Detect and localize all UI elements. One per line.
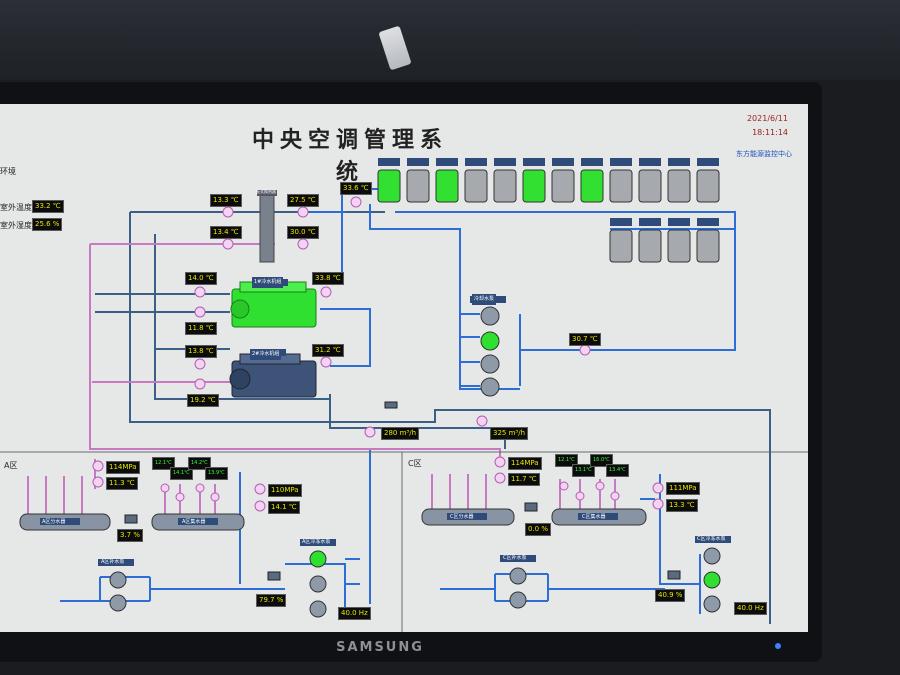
chiller2-cond-out-temp: 31.2 ℃ bbox=[312, 344, 344, 357]
c-branch-temp-3: 16.0℃ bbox=[590, 454, 613, 467]
c-makeup-pump-label: C区补水泵 bbox=[503, 555, 527, 561]
a-supply-header[interactable] bbox=[19, 513, 111, 531]
a-branch-temp-1: 12.1℃ bbox=[152, 457, 175, 470]
a-pressure-2: 110MPa bbox=[268, 484, 302, 497]
c-bypass-valve-icon bbox=[524, 502, 538, 512]
c-pump-valve-icon bbox=[667, 570, 681, 580]
a-frequency: 40.0 Hz bbox=[338, 607, 371, 620]
power-led-icon bbox=[775, 643, 781, 649]
cooling-pump-group[interactable] bbox=[470, 296, 506, 397]
c-chilled-pump-group[interactable] bbox=[695, 536, 731, 613]
monitor-brand-logo: SAMSUNG bbox=[336, 640, 424, 655]
plate-heat-exchanger[interactable] bbox=[257, 190, 277, 263]
outdoor-temp-value: 33.2 ℃ bbox=[32, 200, 64, 213]
outdoor-humidity-value: 25.6 % bbox=[32, 218, 63, 231]
a-makeup-pump-group[interactable] bbox=[98, 559, 134, 612]
company-name: 东方能源监控中心 bbox=[736, 150, 792, 158]
scada-screen: 中央空调管理系统 2021/6/11 18:11:14 东方能源监控中心 环境 … bbox=[0, 104, 808, 632]
c-temp-2: 13.3 ℃ bbox=[666, 499, 698, 512]
a-supply-label: A区分水器 bbox=[42, 519, 66, 525]
environment-label: 环境 bbox=[0, 167, 16, 176]
c-supply-header[interactable] bbox=[421, 508, 515, 526]
cooling-return-temp: 30.7 ℃ bbox=[569, 333, 601, 346]
c-temp-1: 11.7 ℃ bbox=[508, 473, 540, 486]
chiller1-evap-in-temp: 14.0 ℃ bbox=[185, 272, 217, 285]
c-branch-temp-2: 13.1℃ bbox=[572, 464, 595, 477]
a-chilled-pump-group[interactable] bbox=[300, 539, 336, 618]
outdoor-temp-label: 室外温度 bbox=[0, 203, 32, 212]
chiller1-cond-out-temp: 33.8 ℃ bbox=[312, 272, 344, 285]
a-temp-2: 14.1 ℃ bbox=[268, 501, 300, 514]
a-branch-temp-4: 13.9℃ bbox=[205, 467, 228, 480]
time-display: 18:11:14 bbox=[752, 128, 788, 137]
a-temp-1: 11.3 ℃ bbox=[106, 477, 138, 490]
a-chilled-pump-label: A区冷冻水泵 bbox=[302, 539, 331, 545]
cw-return-out-temp: 30.0 ℃ bbox=[287, 226, 319, 239]
cooling-pump-label: 冷却水泵 bbox=[472, 294, 497, 305]
cooling-tower-row-2[interactable] bbox=[609, 218, 720, 263]
chiller2-evap-out-temp: 19.2 ℃ bbox=[187, 394, 219, 407]
a-pump-percent: 79.7 % bbox=[256, 594, 287, 607]
main-bypass-valve-icon bbox=[384, 401, 398, 409]
outdoor-humidity-label: 室外湿度 bbox=[0, 221, 32, 230]
a-branch-temp-2: 14.1℃ bbox=[170, 467, 193, 480]
c-frequency: 40.0 Hz bbox=[734, 602, 767, 615]
a-valve-opening: 3.7 % bbox=[117, 529, 144, 542]
cw-supply-out-temp: 27.5 ℃ bbox=[287, 194, 319, 207]
chiller1-evap-out-temp: 11.8 ℃ bbox=[185, 322, 217, 335]
section-c-label: C区 bbox=[408, 459, 422, 468]
date-display: 2021/6/11 bbox=[746, 114, 788, 123]
chiller2-label: 2#冷水机组 bbox=[250, 349, 282, 360]
c-makeup-pump-group[interactable] bbox=[500, 555, 536, 609]
flow-c-value: 325 m³/h bbox=[490, 427, 529, 440]
a-return-header[interactable] bbox=[151, 513, 245, 531]
c-pressure-1: 114MPa bbox=[508, 457, 542, 470]
c-pump-percent: 40.9 % bbox=[655, 589, 686, 602]
cw-supply-in-temp: 13.3 ℃ bbox=[210, 194, 242, 207]
a-pump-valve-icon bbox=[267, 571, 281, 581]
flow-a-value: 280 m³/h bbox=[381, 427, 420, 440]
a-bypass-valve-icon bbox=[124, 514, 138, 524]
c-chilled-pump-label: C区冷冻水泵 bbox=[697, 536, 726, 542]
c-valve-opening: 0.0 % bbox=[525, 523, 552, 536]
a-branch-temp-3: 14.2℃ bbox=[188, 457, 211, 470]
chiller1-label: 1#冷水机组 bbox=[252, 277, 284, 288]
c-branch-temp-1: 12.1℃ bbox=[555, 454, 578, 467]
a-return-label: A区集水器 bbox=[182, 519, 206, 525]
c-supply-label: C区分水器 bbox=[450, 514, 474, 520]
room-ceiling bbox=[0, 0, 900, 80]
cooling-tower-row-1[interactable] bbox=[377, 158, 720, 203]
c-pressure-2: 111MPa bbox=[666, 482, 700, 495]
page-title: 中央空调管理系统 bbox=[251, 128, 448, 185]
section-a-label: A区 bbox=[4, 461, 18, 470]
chiller2-evap-in-temp: 13.8 ℃ bbox=[185, 345, 217, 358]
cw-return-in-temp: 13.4 ℃ bbox=[210, 226, 242, 239]
exchanger-label: 板式换热器 bbox=[256, 189, 276, 194]
pipe-diagram bbox=[0, 158, 808, 632]
c-branch-temp-4: 13.4℃ bbox=[606, 464, 629, 477]
a-pressure-1: 114MPa bbox=[106, 461, 140, 474]
a-makeup-pump-label: A区补水泵 bbox=[101, 559, 125, 565]
tower-inlet-temp: 33.6 ℃ bbox=[340, 182, 372, 195]
c-return-label: C区集水器 bbox=[582, 514, 606, 520]
c-return-header[interactable] bbox=[551, 508, 647, 526]
